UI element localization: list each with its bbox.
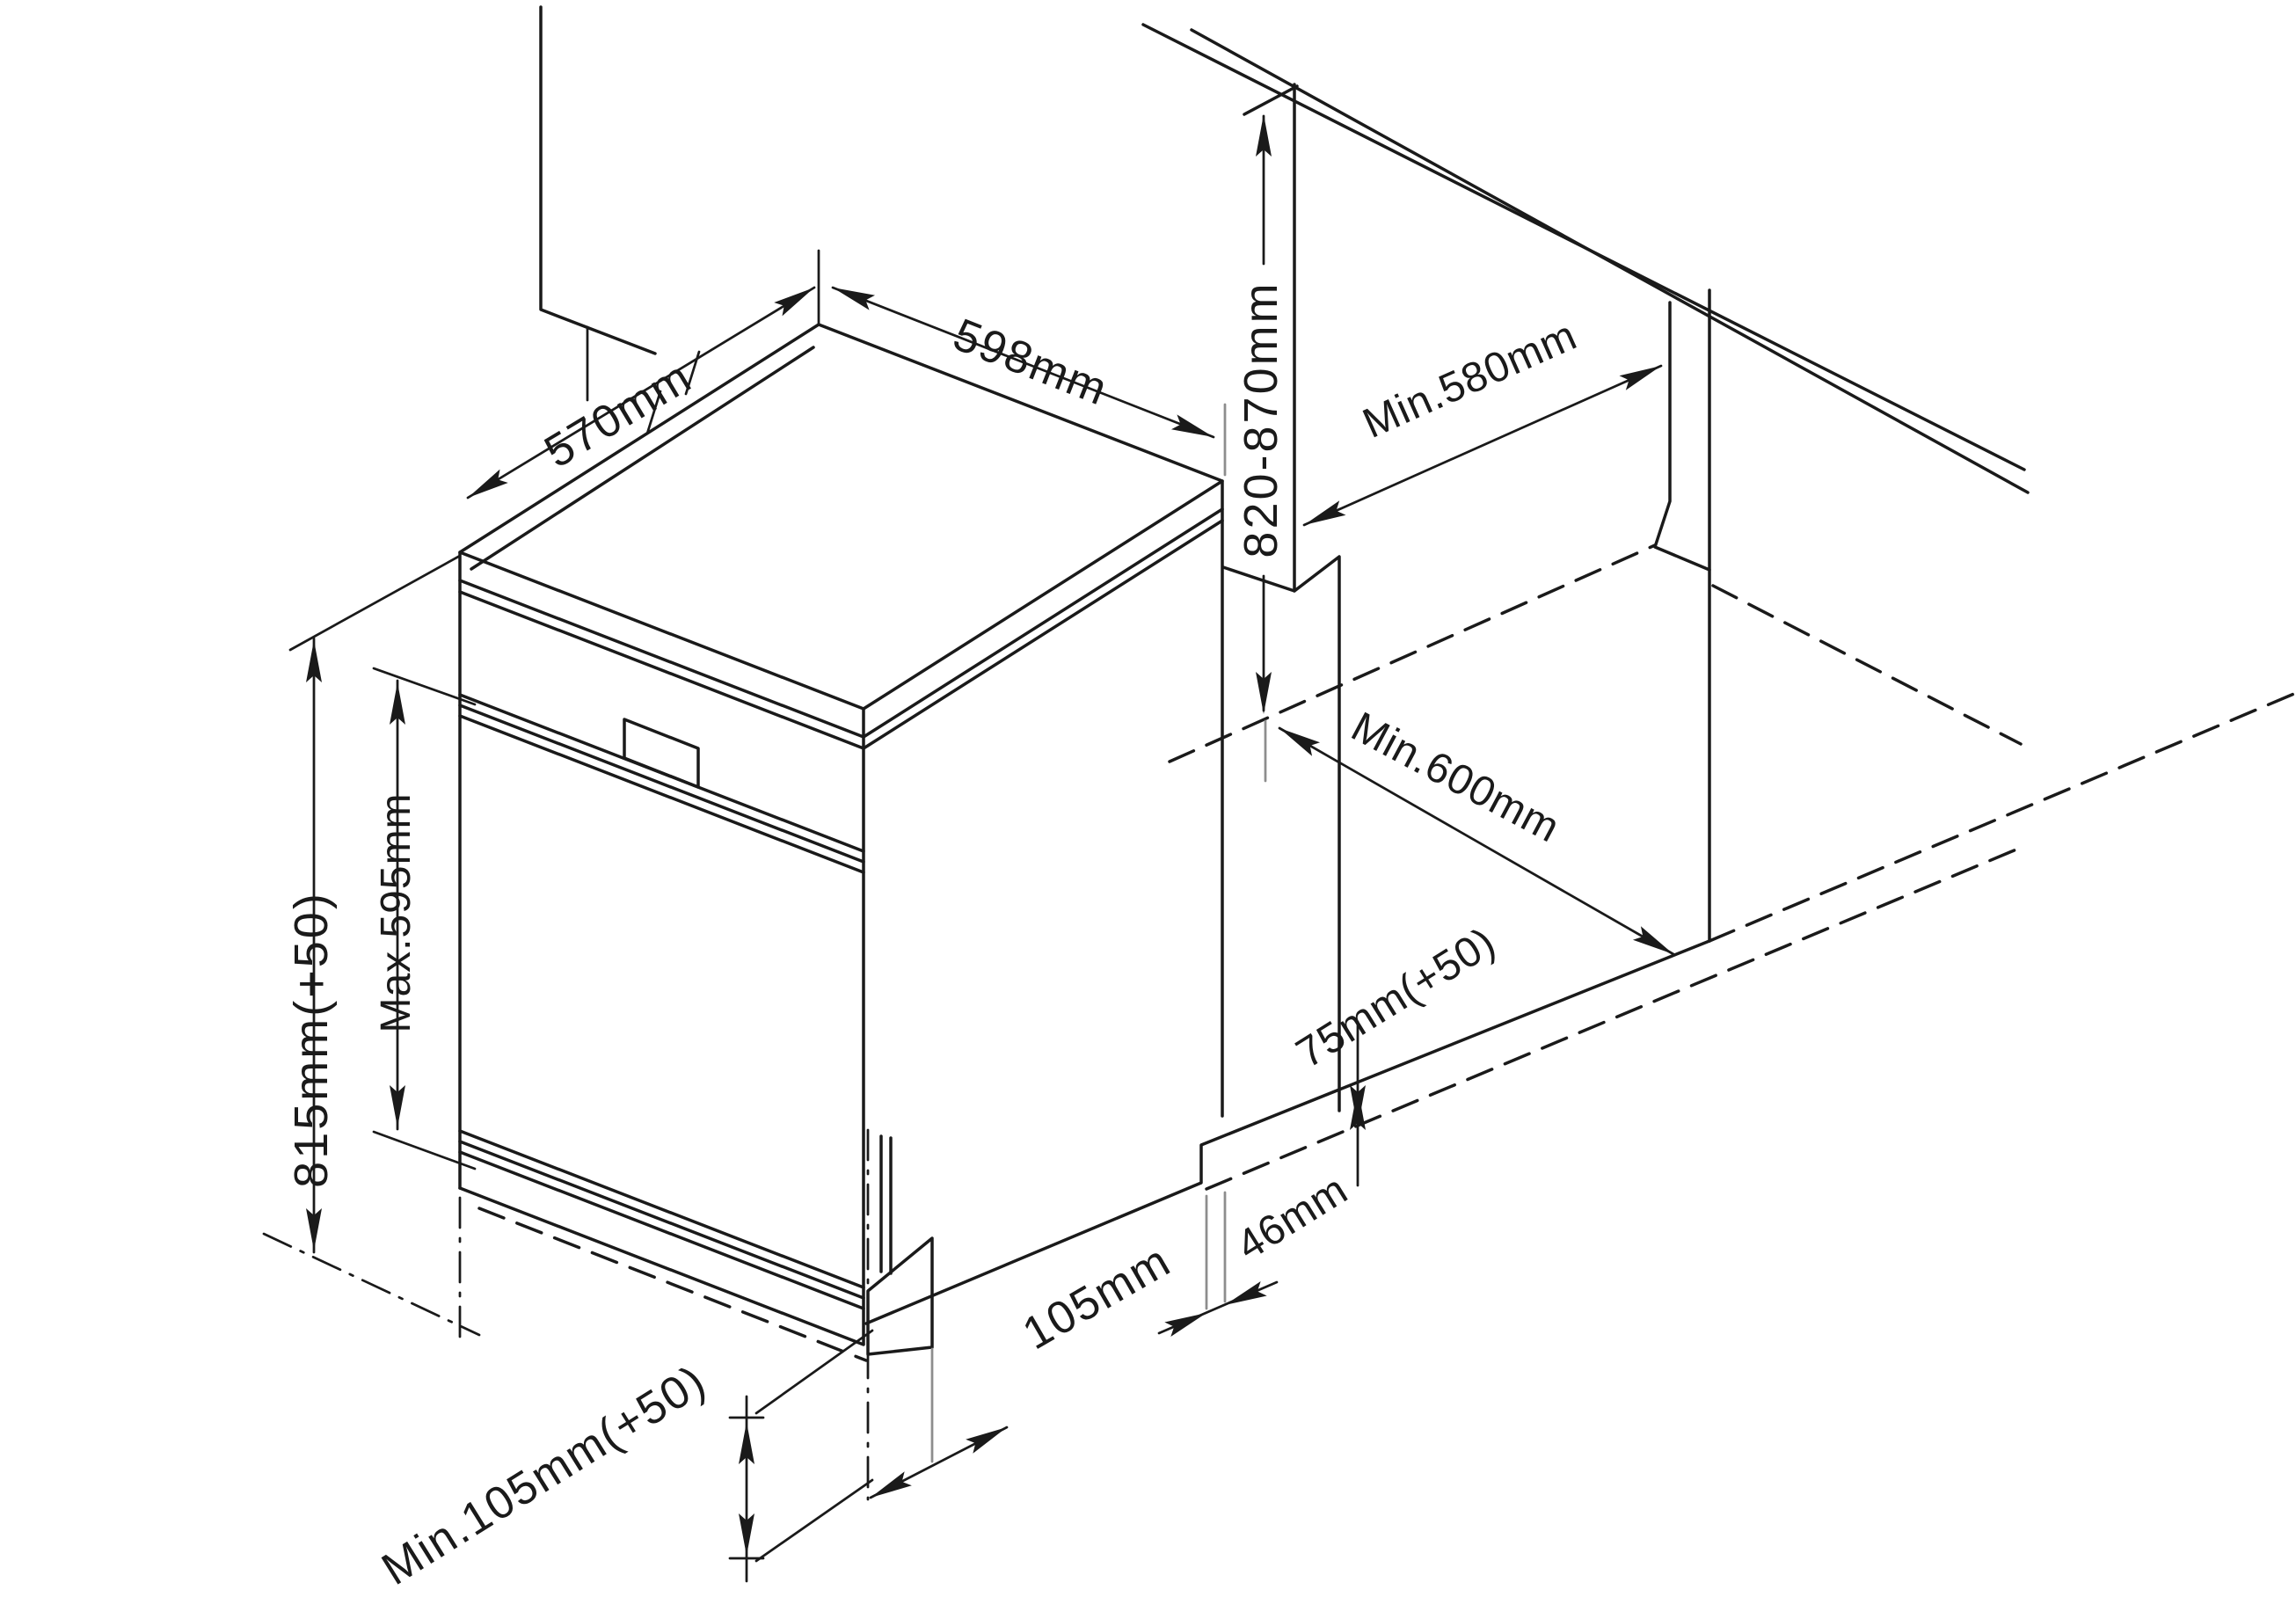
wall-edge bbox=[539, 5, 657, 355]
dimension-ticks bbox=[728, 1416, 765, 1560]
dim-815: 815mm(+50) bbox=[262, 554, 481, 1337]
arrowhead bbox=[1279, 728, 1321, 756]
dim-label-min-105: Min.105mm(+50) bbox=[373, 1355, 715, 1595]
floor-front-edge bbox=[864, 939, 1711, 1325]
arrowhead bbox=[1225, 1280, 1267, 1305]
dim-label-105: 105mm bbox=[1015, 1235, 1180, 1360]
arrowhead bbox=[390, 1085, 405, 1127]
arrowhead bbox=[739, 1513, 754, 1556]
witness-ticks bbox=[645, 350, 701, 435]
arrowhead bbox=[1619, 366, 1661, 390]
floor-offset-dashed bbox=[1205, 845, 2024, 1191]
niche-right-panel-hidden-edge bbox=[1711, 584, 2023, 746]
dim-105: 105mm bbox=[869, 1235, 1180, 1499]
control-panel-band-1 bbox=[458, 693, 865, 853]
arrowhead bbox=[833, 288, 876, 310]
cabinet-niche bbox=[1141, 23, 2030, 1112]
dim-min-105: Min.105mm(+50) bbox=[373, 1329, 874, 1595]
base-front-edge bbox=[458, 1186, 865, 1346]
wall-corner bbox=[539, 5, 657, 402]
hidden-base-edge bbox=[477, 1207, 868, 1362]
arrowhead bbox=[1632, 926, 1673, 954]
dishwasher-outline bbox=[458, 323, 1224, 1501]
worktop-rim-line bbox=[470, 346, 815, 571]
witness-top bbox=[288, 554, 462, 652]
arrowhead bbox=[739, 1422, 754, 1464]
door-bottom-band-2 bbox=[458, 1140, 865, 1300]
worktop-bottom-line-2 bbox=[458, 519, 1224, 750]
dim-820-870: 820-870mm bbox=[1235, 114, 1287, 783]
arrowhead bbox=[871, 1471, 912, 1498]
dim-label-max-595: Max.595mm bbox=[373, 792, 419, 1032]
arrowhead bbox=[774, 288, 814, 317]
floor-lines bbox=[864, 543, 2296, 1325]
dimension-line-580 bbox=[1302, 364, 1663, 527]
dim-label-598: 598mm bbox=[946, 310, 1115, 416]
dim-label-46: 46mm bbox=[1228, 1166, 1356, 1270]
floor-behind-cabinet-dashed bbox=[1708, 691, 2296, 943]
niche-left-panel bbox=[1221, 83, 1341, 1112]
witness-lines bbox=[754, 1329, 874, 1563]
worktop-underside-edge bbox=[1243, 84, 1299, 116]
arrowhead bbox=[468, 469, 508, 498]
dim-46: 46mm bbox=[1157, 1166, 1356, 1338]
door-bottom-edge bbox=[458, 1150, 865, 1310]
arrowhead bbox=[1256, 114, 1272, 157]
arrowhead bbox=[390, 682, 405, 725]
side-panel-foot bbox=[866, 1236, 934, 1356]
dim-label-820-870: 820-870mm bbox=[1235, 281, 1287, 558]
witness-lines bbox=[1205, 1191, 1227, 1310]
dimension-line-598 bbox=[831, 286, 1215, 439]
control-panel-band-2 bbox=[458, 704, 865, 864]
arrowhead bbox=[1304, 500, 1346, 525]
dim-598: 598mm bbox=[831, 286, 1227, 477]
witness-lines bbox=[372, 667, 477, 1170]
control-panel-display bbox=[623, 718, 700, 789]
dim-label-815: 815mm(+50) bbox=[285, 891, 338, 1188]
dimension-lines: 570mm 598mm 820-870mm Min.580mm Min.600m… bbox=[262, 114, 1675, 1595]
door-bottom-band-1 bbox=[458, 1129, 865, 1289]
witness-bottom bbox=[262, 1232, 481, 1337]
arrowhead bbox=[1164, 1313, 1206, 1338]
dim-75: 75mm(+50) bbox=[1288, 919, 1504, 1187]
dim-label-75: 75mm(+50) bbox=[1288, 919, 1504, 1077]
dim-max-595: Max.595mm bbox=[372, 667, 477, 1170]
arrowhead bbox=[306, 1208, 322, 1251]
arrowhead bbox=[1170, 414, 1214, 437]
arrowhead bbox=[1256, 672, 1272, 714]
arrowhead bbox=[1350, 1085, 1366, 1127]
dim-min-580: Min.580mm bbox=[1302, 312, 1663, 527]
arrowhead bbox=[966, 1427, 1007, 1454]
dimension-line-570 bbox=[466, 286, 816, 500]
worktop-bottom-line-1 bbox=[458, 507, 1224, 739]
dimension-line-600 bbox=[1278, 726, 1675, 956]
niche-right-panel-inner-edge bbox=[1653, 301, 1711, 572]
dim-label-min-580: Min.580mm bbox=[1356, 312, 1584, 448]
door-top-edge bbox=[458, 714, 865, 874]
worktop-bottom-edge bbox=[1190, 28, 2030, 494]
arrowhead bbox=[306, 640, 322, 682]
floor-back-dashed bbox=[1168, 543, 1657, 763]
